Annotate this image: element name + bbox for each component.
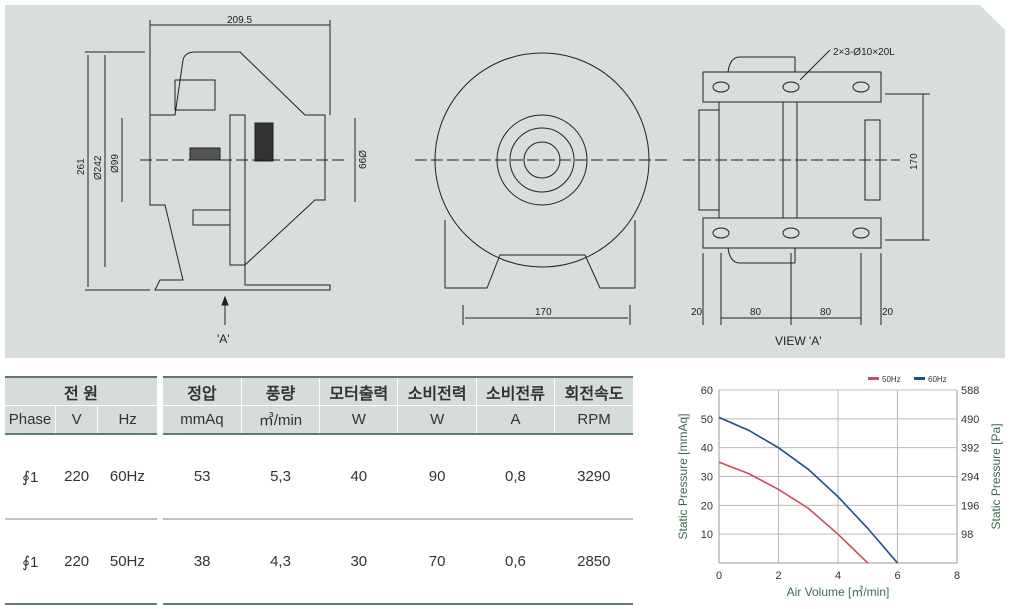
cell: 30	[319, 519, 398, 605]
view-a: 2×3-Ø10×20L 170 20 80 80 20 VIEW 'A'	[683, 47, 930, 348]
cell-v: 220	[55, 519, 98, 605]
y-tick-label: 30	[701, 472, 713, 484]
x-tick-label: 4	[835, 570, 841, 582]
front-view: 170	[415, 52, 670, 325]
legend-label: 60Hz	[928, 375, 947, 384]
cell: 40	[319, 434, 398, 520]
dim-d99-right: Ø99	[356, 150, 367, 169]
cell: 53	[163, 434, 242, 520]
y2-tick-label: 392	[961, 443, 979, 455]
cell: 70	[397, 519, 477, 605]
y2-tick-label: 294	[961, 472, 979, 484]
x-axis-title: Air Volume [㎥/min]	[787, 585, 890, 599]
y2-tick-label: 98	[961, 529, 973, 541]
hole-note: 2×3-Ø10×20L	[833, 47, 895, 58]
cell: 38	[163, 519, 242, 605]
power-header: 전 원	[5, 376, 157, 406]
unit-hz: Hz	[97, 405, 157, 435]
series-line-50Hz	[718, 461, 869, 564]
cell-hz: 60Hz	[97, 434, 157, 520]
y2-tick-label: 196	[961, 500, 979, 512]
header-airflow: 풍량	[240, 376, 320, 406]
performance-chart: 0 2 4 6 8 10 20 30 40 50 60 98 196 294 392 490 588 50Hz 60…	[676, 375, 1003, 599]
dim-d242: Ø242	[93, 155, 104, 180]
header-pressure: 정압	[163, 376, 242, 406]
y-tick-label: 10	[701, 529, 713, 541]
y2-tick-label: 588	[961, 385, 979, 397]
cell: 2850	[554, 519, 633, 605]
header-rpm: 회전속도	[554, 376, 633, 406]
legend-label: 50Hz	[882, 375, 901, 384]
cell: 4,3	[241, 519, 320, 605]
header-power-consumption: 소비전력	[397, 376, 477, 406]
cell-phase: ∮1	[5, 434, 56, 520]
cell: 90	[397, 434, 477, 520]
unit: RPM	[554, 405, 633, 435]
dim-20a: 20	[691, 307, 703, 318]
dim-170-front: 170	[535, 307, 552, 318]
cell: 3290	[554, 434, 633, 520]
unit: ㎥/min	[240, 405, 320, 435]
y-tick-label: 20	[701, 500, 713, 512]
unit-v: V	[54, 405, 98, 435]
series-line-60Hz	[718, 416, 899, 564]
cell: 5,3	[241, 434, 320, 520]
y-axis-title: Static Pressure [mmAq]	[676, 413, 690, 539]
dim-height: 261	[76, 158, 87, 175]
cell-v: 220	[55, 434, 98, 520]
dim-width: 209.5	[227, 15, 252, 26]
y-tick-label: 40	[701, 443, 713, 455]
cell: 0,6	[476, 519, 555, 605]
dim-80b: 80	[820, 307, 832, 318]
view-label: VIEW 'A'	[775, 334, 822, 348]
side-view: 209.5 261 Ø242 Ø99 Ø99 'A'	[76, 15, 367, 346]
y-tick-label: 50	[701, 414, 713, 426]
dim-170-side: 170	[909, 153, 920, 170]
technical-drawing: 209.5 261 Ø242 Ø99 Ø99 'A' 170 2×3-Ø10×2…	[5, 5, 1005, 358]
unit-phase: Phase	[5, 405, 56, 435]
view-arrow-label: 'A'	[217, 332, 230, 346]
unit: mmAq	[163, 405, 242, 435]
header-current: 소비전류	[475, 376, 555, 406]
x-tick-label: 0	[716, 570, 722, 582]
dim-d99-left: Ø99	[110, 154, 121, 173]
cell-phase: ∮1	[5, 519, 56, 605]
x-tick-label: 6	[894, 570, 900, 582]
dim-20b: 20	[882, 307, 894, 318]
unit: W	[397, 405, 477, 435]
y2-tick-label: 490	[961, 414, 979, 426]
cell: 0,8	[476, 434, 555, 520]
unit: A	[475, 405, 555, 435]
x-tick-label: 8	[954, 570, 960, 582]
cell-hz: 50Hz	[97, 519, 157, 605]
header-motor-output: 모터출력	[319, 376, 398, 406]
legend-swatch-50Hz	[868, 377, 879, 380]
y2-axis-title: Static Pressure [Pa]	[989, 423, 1003, 529]
unit: W	[319, 405, 398, 435]
legend-swatch-60Hz	[914, 377, 925, 380]
y-tick-label: 60	[701, 385, 713, 397]
x-tick-label: 2	[775, 570, 781, 582]
dim-80a: 80	[750, 307, 762, 318]
